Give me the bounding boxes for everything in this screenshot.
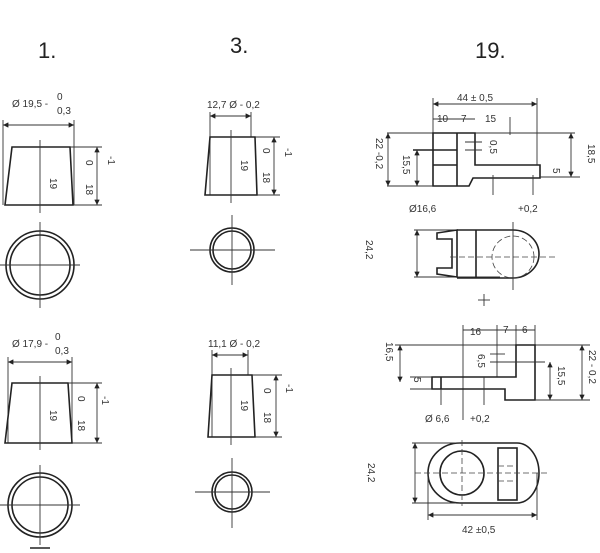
dim-hole-tol: +0,2 bbox=[470, 414, 490, 425]
dim-h-upper: 0 bbox=[83, 160, 94, 166]
dim-h-lower: -1 bbox=[99, 396, 110, 405]
dim-h-upper: 0 bbox=[260, 148, 271, 154]
dim-h-upper: 0 bbox=[261, 388, 272, 394]
dim-tol-upper: 0 bbox=[57, 92, 63, 103]
part1-top-drawing: Ø 19,5 - 0 0,3 19 18 0 -1 bbox=[0, 92, 116, 308]
dim-d3: 15 bbox=[485, 114, 497, 125]
dim-tol-upper: 0 bbox=[55, 332, 61, 343]
part19-top-drawing: 44 ± 0,5 10 7 15 22 -0,2 15,5 0,5 18,5 5… bbox=[363, 93, 596, 306]
dim-d2: 7 bbox=[461, 114, 467, 125]
dim-diameter: 12,7 Ø - 0,2 bbox=[207, 100, 260, 111]
dim-height-right: 22 - 0,2 bbox=[586, 350, 597, 384]
dim-h-lower: -1 bbox=[282, 148, 293, 157]
dim-h3: 0,5 bbox=[487, 140, 498, 154]
dim-d3: 6 bbox=[522, 325, 528, 336]
dim-height: 18 bbox=[75, 420, 86, 432]
dim-diameter: Ø 19,5 - bbox=[12, 99, 48, 110]
dim-h2: 15,5 bbox=[400, 155, 411, 175]
dim-d1: 16 bbox=[470, 327, 482, 338]
dim-tol-lower: 0,3 bbox=[55, 346, 69, 357]
part19-bottom-drawing: 16 7 6 16,5 5 6,5 15,5 22 - 0,2 Ø 6,6 +0… bbox=[365, 325, 597, 536]
dim-inner: 19 bbox=[47, 410, 58, 422]
dim-inner: 19 bbox=[238, 160, 249, 172]
dim-height-right: 18,5 bbox=[585, 144, 596, 164]
dim-tol-lower: 0,3 bbox=[57, 106, 71, 117]
heading-part-19: 19. bbox=[475, 38, 506, 63]
dim-h-lower: -1 bbox=[105, 156, 116, 165]
dim-h5: 5 bbox=[411, 377, 422, 383]
part3-top-drawing: 12,7 Ø - 0,2 19 18 0 -1 bbox=[190, 100, 293, 285]
dim-hole-tol: +0,2 bbox=[518, 204, 538, 215]
dim-h5: 5 bbox=[550, 168, 561, 174]
dim-height-left: 22 -0,2 bbox=[373, 138, 384, 170]
dim-width: 24,2 bbox=[365, 463, 376, 483]
heading-part-3: 3. bbox=[230, 33, 248, 58]
dim-inner: 19 bbox=[47, 178, 58, 190]
dim-hole: Ø16,6 bbox=[409, 204, 437, 215]
heading-part-1: 1. bbox=[38, 38, 56, 63]
dim-diameter: 11,1 Ø - 0,2 bbox=[208, 339, 261, 350]
dim-h3: 6,5 bbox=[475, 354, 486, 368]
dim-height: 18 bbox=[260, 172, 271, 184]
dim-d1: 10 bbox=[437, 114, 449, 125]
dim-length: 44 ± 0,5 bbox=[457, 93, 494, 104]
dim-hole: Ø 6,6 bbox=[425, 414, 450, 425]
dim-inner: 19 bbox=[238, 400, 249, 412]
part3-bottom-drawing: 11,1 Ø - 0,2 19 18 0 -1 bbox=[195, 339, 294, 528]
dim-length: 42 ±0,5 bbox=[462, 525, 496, 536]
dim-h-lower: -1 bbox=[283, 384, 294, 393]
dim-height: 18 bbox=[83, 184, 94, 196]
dim-height: 18 bbox=[261, 412, 272, 424]
dim-h-upper: 0 bbox=[75, 396, 86, 402]
dim-h-left: 16,5 bbox=[383, 342, 394, 362]
part1-bottom-drawing: Ø 17,9 - 0 0,3 19 18 0 -1 bbox=[0, 332, 110, 549]
dim-h-right: 15,5 bbox=[555, 366, 566, 386]
dim-diameter: Ø 17,9 - bbox=[12, 339, 48, 350]
dim-d2: 7 bbox=[503, 325, 509, 336]
dim-width: 24,2 bbox=[363, 240, 374, 260]
